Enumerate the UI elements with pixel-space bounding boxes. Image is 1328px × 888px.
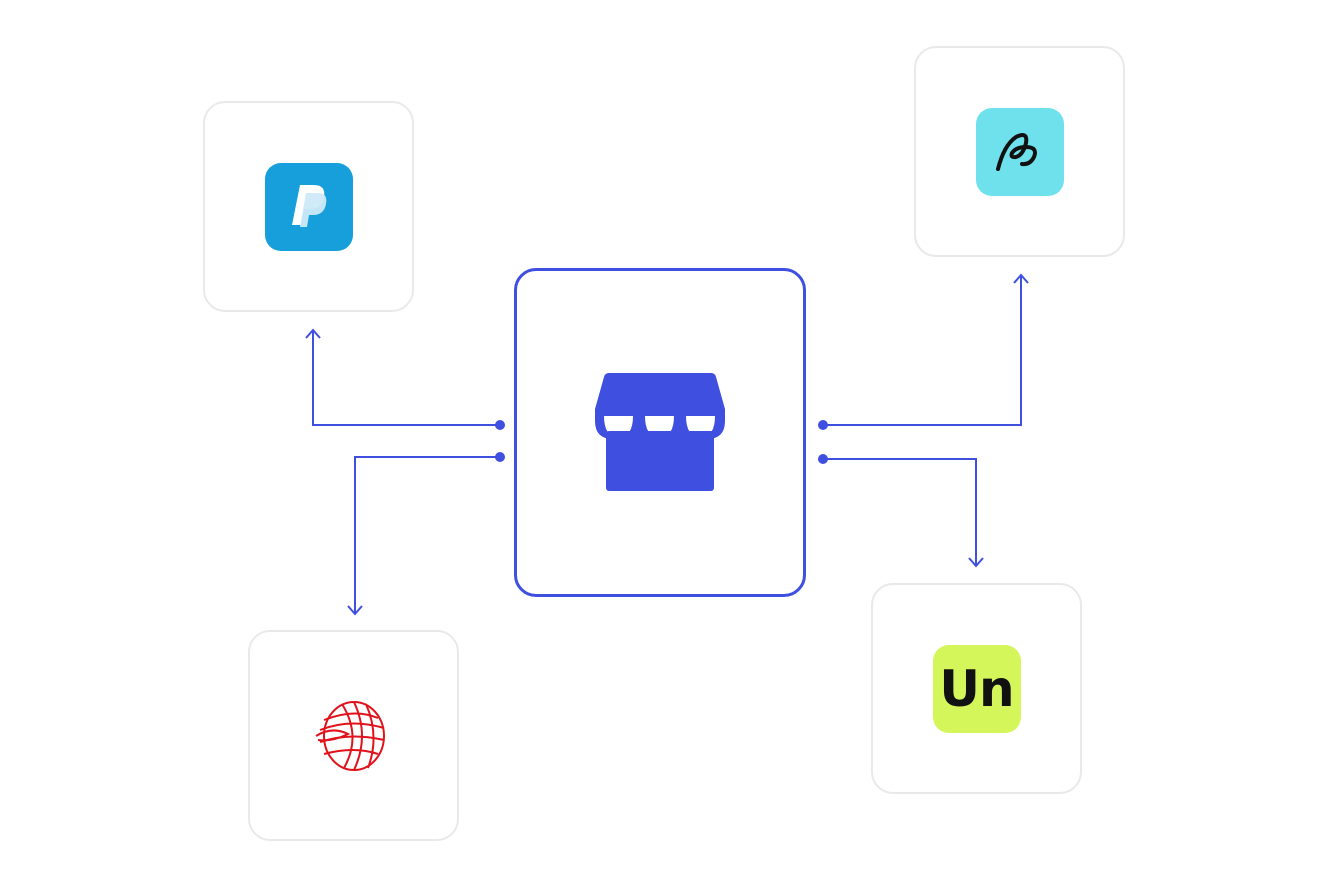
connector-paypal [312,330,500,426]
integration-card-wirecard[interactable] [248,630,459,841]
arrowhead-paypal [305,328,321,339]
afterpay-logo-icon [975,107,1064,196]
unzer-logo-text: Un [939,659,1014,718]
arrowhead-wirecard [347,605,363,616]
connector-dot-unzer [818,454,828,464]
integration-card-unzer[interactable]: Un [871,583,1082,794]
connector-dot-wirecard [495,452,505,462]
connector-wirecard [354,456,500,614]
paypal-logo-icon [264,162,353,251]
integration-card-afterpay[interactable] [914,46,1125,257]
connector-afterpay [823,275,1022,426]
red-sphere-logo-icon [310,692,398,780]
storefront-icon [595,372,725,493]
connector-unzer [823,458,977,566]
connector-dot-paypal [495,420,505,430]
hub-store-card[interactable] [514,268,806,597]
integration-card-paypal[interactable] [203,101,414,312]
arrowhead-afterpay [1013,273,1029,284]
unzer-logo-icon: Un [932,644,1021,733]
arrowhead-unzer [968,557,984,568]
connector-dot-afterpay [818,420,828,430]
